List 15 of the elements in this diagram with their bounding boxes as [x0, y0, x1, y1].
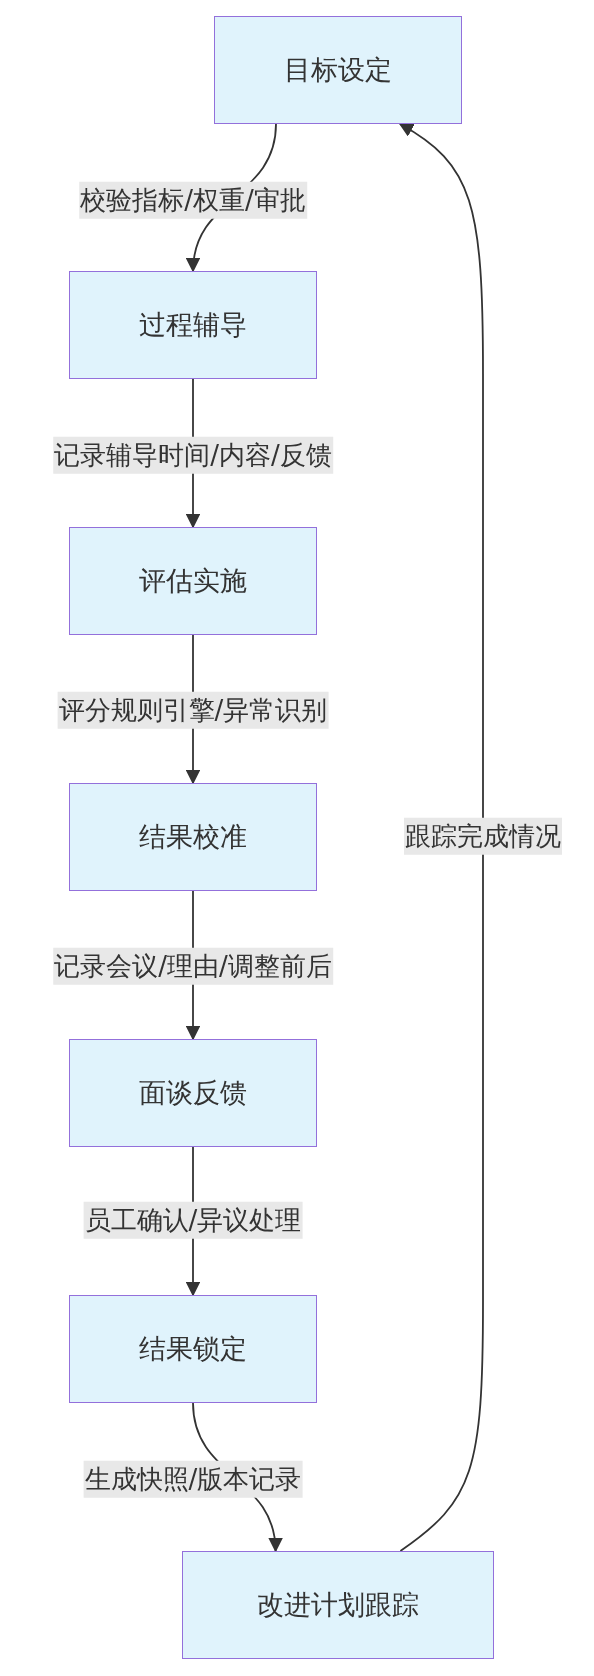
edge-label: 评分规则引擎/异常识别 — [57, 691, 329, 729]
process-box: 评估实施 — [69, 527, 317, 635]
process-box: 结果校准 — [69, 783, 317, 891]
process-box: 目标设定 — [214, 16, 462, 124]
arrow — [398, 123, 484, 1552]
process-box: 面谈反馈 — [69, 1039, 317, 1147]
edge-label: 跟踪完成情况 — [404, 817, 562, 855]
process-box: 改进计划跟踪 — [182, 1551, 494, 1659]
edge-label: 生成快照/版本记录 — [83, 1460, 303, 1498]
edge-label: 记录会议/理由/调整前后 — [53, 947, 333, 985]
edge-label: 员工确认/异议处理 — [83, 1201, 303, 1239]
edge-label: 记录辅导时间/内容/反馈 — [53, 436, 333, 474]
process-box: 结果锁定 — [69, 1295, 317, 1403]
edge-label: 校验指标/权重/审批 — [79, 181, 307, 219]
process-box: 过程辅导 — [69, 271, 317, 379]
